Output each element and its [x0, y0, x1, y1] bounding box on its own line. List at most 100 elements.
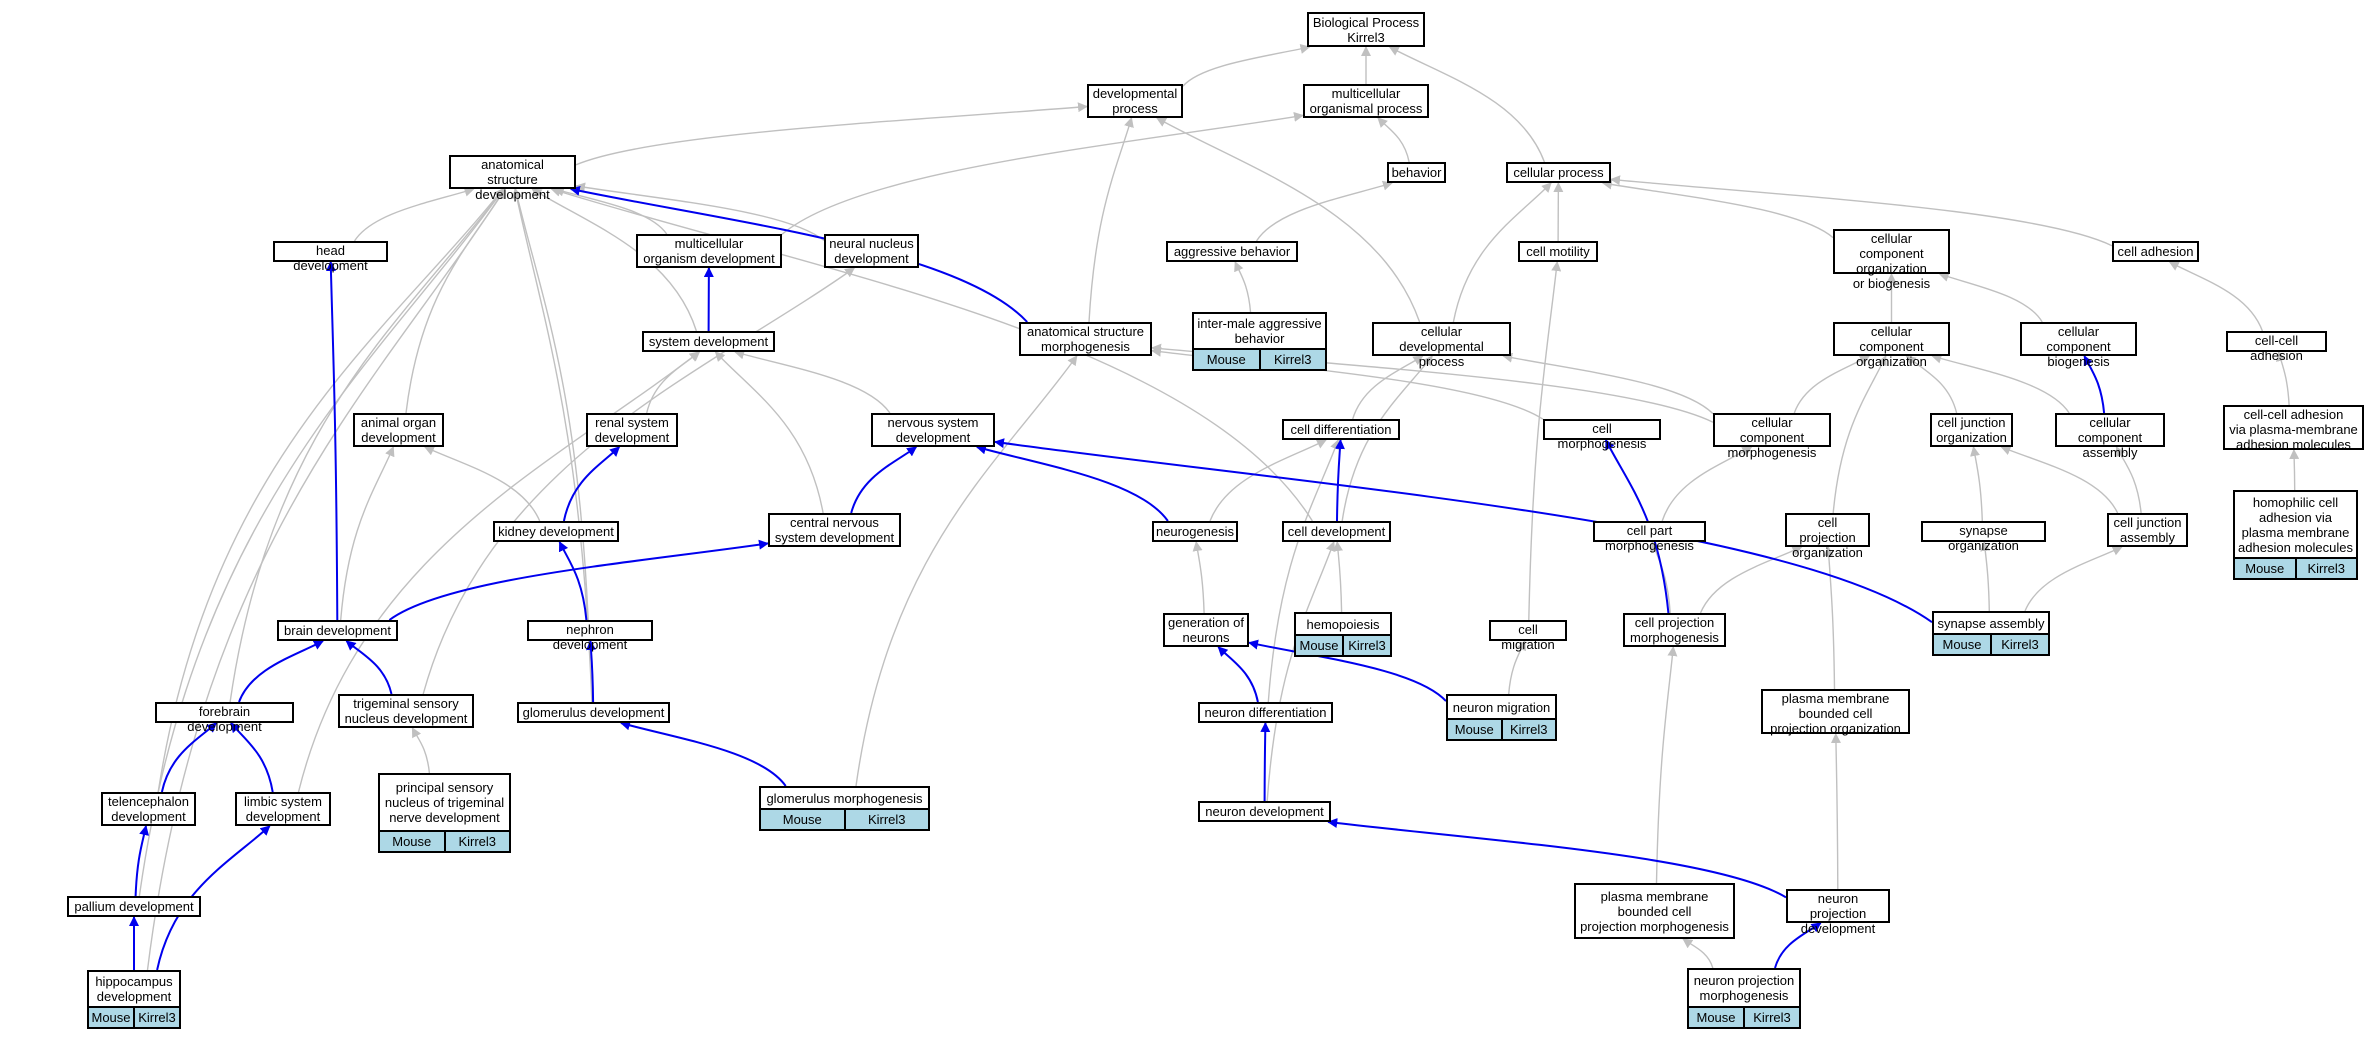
node-cca[interactable]: cellular component assembly — [2055, 413, 2165, 460]
node-label: system development — [648, 334, 769, 349]
edge-ccm-to-cco — [1793, 355, 1871, 414]
node-label: neural nucleus development — [829, 236, 914, 266]
node-behavior[interactable]: behavior — [1387, 162, 1446, 183]
node-label: cell junction organization — [1936, 415, 2007, 445]
node-label: principal sensory nucleus of trigeminal … — [384, 780, 505, 825]
node-aggr[interactable]: aggressive behavior — [1166, 241, 1298, 262]
node-renal[interactable]: renal system development — [586, 413, 678, 447]
node-limbic[interactable]: limbic system development — [235, 792, 331, 826]
gene-label: Kirrel3 — [443, 832, 510, 851]
node-cellmorph[interactable]: cell morphogenesis — [1543, 419, 1661, 451]
node-npd[interactable]: neuron projection development — [1786, 889, 1890, 936]
edge-neurdev-to-neurdiff — [1260, 722, 1271, 802]
node-cco[interactable]: cellular component organization — [1833, 322, 1950, 369]
node-cpm[interactable]: cell part morphogenesis — [1593, 521, 1706, 553]
node-cdp[interactable]: cellular developmental process — [1372, 322, 1511, 369]
edge-brain-to-aod — [340, 446, 395, 621]
node-nsd[interactable]: nervous system development — [871, 413, 995, 447]
edge-brain-to-cnsd — [388, 539, 769, 621]
node-pallium[interactable]: pallium development — [67, 896, 201, 917]
node-ccapm[interactable]: cell-cell adhesion via plasma-membrane a… — [2223, 405, 2364, 452]
edge-renal-to-sysdev — [646, 351, 701, 414]
edge-cdp-to-devproc — [1156, 117, 1421, 323]
edge-cja-to-cca — [2115, 446, 2142, 514]
node-celladh[interactable]: cell adhesion — [2112, 241, 2199, 262]
node-homophilic[interactable]: homophilic cell adhesion via plasma memb… — [2233, 490, 2358, 580]
node-label: behavior — [1391, 165, 1442, 180]
edge-ccapm-to-ccadh — [2276, 351, 2290, 406]
node-asd[interactable]: anatomical structure development — [449, 155, 576, 202]
edge-brain-to-headdev — [325, 261, 339, 621]
node-synorg[interactable]: synapse organization — [1921, 521, 2046, 553]
node-cja[interactable]: cell junction assembly — [2107, 513, 2188, 547]
node-nephron[interactable]: nephron development — [527, 620, 653, 652]
node-label: inter-male aggressive behavior — [1197, 316, 1322, 346]
edge-kidney-to-aod — [423, 446, 541, 522]
node-label: telencephalon development — [108, 794, 189, 824]
node-pmbcpm[interactable]: plasma membrane bounded cell projection … — [1574, 883, 1735, 939]
node-nnd[interactable]: neural nucleus development — [824, 234, 919, 268]
node-trigem[interactable]: trigeminal sensory nucleus development — [338, 694, 474, 728]
node-sysdev[interactable]: system development — [642, 331, 775, 352]
node-cellmig[interactable]: cell migration — [1489, 620, 1567, 652]
gene-label: Kirrel3 — [843, 810, 929, 829]
node-principal[interactable]: principal sensory nucleus of trigeminal … — [378, 773, 511, 853]
node-cellmot[interactable]: cell motility — [1518, 241, 1598, 262]
edge-ccb-to-ccob — [1938, 272, 2043, 323]
node-ccm[interactable]: cellular component morphogenesis — [1713, 413, 1831, 460]
node-ccb[interactable]: cellular component biogenesis — [2020, 322, 2137, 369]
node-genneur[interactable]: generation of neurons — [1163, 613, 1249, 647]
node-devproc[interactable]: developmental process — [1087, 84, 1183, 118]
edge-pmbcpm-to-cprojm — [1655, 646, 1678, 884]
organism-label: Mouse — [782, 812, 822, 827]
node-label: plasma membrane bounded cell projection … — [1770, 691, 1901, 736]
node-cpo[interactable]: cell projection organization — [1785, 513, 1870, 560]
node-asm[interactable]: anatomical structure morphogenesis — [1019, 322, 1152, 356]
node-label: cell projection organization — [1792, 515, 1863, 560]
edge-cja-to-cjo — [2000, 445, 2119, 514]
edge-kidney-to-renal — [562, 446, 621, 522]
edge-hemo-to-celldev — [1332, 541, 1343, 613]
edge-cpm-to-ccm — [1661, 446, 1753, 522]
node-label: cell motility — [1526, 244, 1590, 259]
edge-nephron-to-kidney — [558, 541, 588, 621]
edge-aggr-to-behavior — [1255, 180, 1393, 242]
node-kidney[interactable]: kidney development — [493, 521, 619, 542]
node-ccadh[interactable]: cell-cell adhesion — [2226, 331, 2327, 363]
node-label: animal organ development — [360, 415, 437, 445]
node-pmbcpo[interactable]: plasma membrane bounded cell projection … — [1761, 689, 1910, 736]
node-celldiff[interactable]: cell differentiation — [1282, 419, 1400, 440]
node-headdev[interactable]: head development — [273, 241, 388, 273]
node-neurogenesis[interactable]: neurogenesis — [1152, 521, 1238, 542]
node-brain[interactable]: brain development — [277, 620, 398, 641]
edge-neurogenesis-to-celldiff — [1209, 439, 1327, 522]
node-label: cell migration — [1501, 622, 1555, 652]
node-glomdev[interactable]: glomerulus development — [517, 702, 670, 723]
node-cjo[interactable]: cell junction organization — [1930, 413, 2013, 447]
node-celldev[interactable]: cell development — [1282, 521, 1391, 542]
edge-synasm-to-synorg — [1980, 541, 1991, 612]
node-mcop[interactable]: multicellular organismal process — [1303, 84, 1429, 118]
node-label: nephron development — [552, 622, 628, 652]
node-cellproc[interactable]: cellular process — [1506, 162, 1611, 183]
edge-homophilic-to-ccapm — [2289, 449, 2300, 491]
edge-mcod-to-mcop — [781, 111, 1304, 235]
node-telen[interactable]: telencephalon development — [101, 792, 196, 826]
edge-devproc-to-bp — [1182, 44, 1311, 87]
node-aod[interactable]: animal organ development — [353, 413, 444, 447]
node-cprojm[interactable]: cell projection morphogenesis — [1623, 613, 1726, 647]
node-cnsd[interactable]: central nervous system development — [768, 513, 901, 547]
node-mcod[interactable]: multicellular organism development — [636, 234, 782, 268]
node-neurdev[interactable]: neuron development — [1198, 801, 1331, 822]
node-ccob[interactable]: cellular component organization or bioge… — [1833, 229, 1950, 291]
node-forebrain[interactable]: forebrain development — [155, 702, 294, 734]
node-neurdiff[interactable]: neuron differentiation — [1198, 702, 1333, 723]
node-bp[interactable]: Biological Process Kirrel3 — [1307, 12, 1425, 47]
